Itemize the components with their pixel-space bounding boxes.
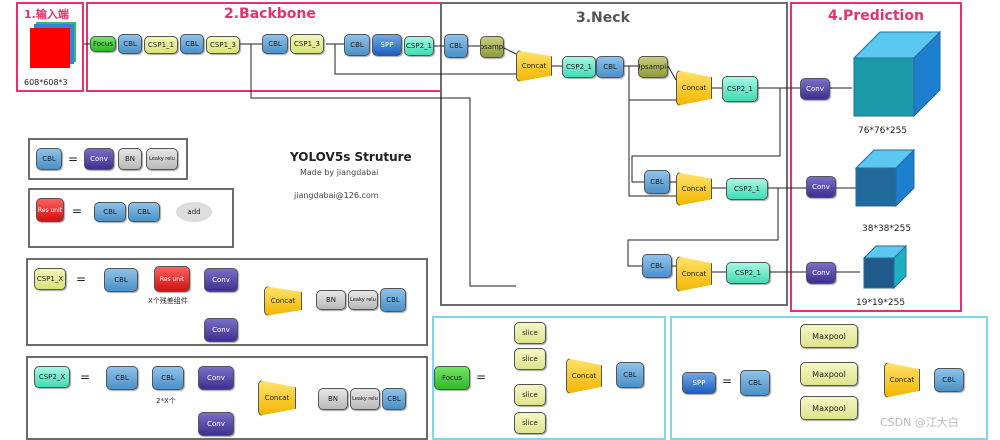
pred-conv-2[interactable]: Conv <box>806 176 836 198</box>
output-cube-19 <box>862 244 908 290</box>
legend-csp2-equals: = <box>80 370 91 384</box>
prediction-panel-title: 4.Prediction <box>828 8 924 24</box>
backbone-cbl-3[interactable]: CBL <box>262 34 288 54</box>
legend-cbl-name: CBL <box>36 148 62 170</box>
legend-csp1-cbl-out: CBL <box>380 288 406 312</box>
output-size-19: 19*19*255 <box>856 298 906 308</box>
legend-csp2-conv-1: Conv <box>198 366 234 390</box>
pred-conv-1[interactable]: Conv <box>800 78 830 100</box>
legend-res-add: add <box>176 202 212 222</box>
legend-csp2-cbl-1: CBL <box>106 366 138 390</box>
neck-upsample-2[interactable]: Upsample <box>638 56 668 78</box>
legend-res-cbl-1: CBL <box>94 202 126 222</box>
legend-csp1-conv-2: Conv <box>204 318 238 342</box>
backbone-cbl-4[interactable]: CBL <box>344 34 370 56</box>
legend-csp1-name: CSP1_X <box>34 268 66 290</box>
legend-csp2-cbl-out: CBL <box>382 388 406 410</box>
legend-csp1-leaky: Leaky relu <box>348 290 378 310</box>
neck-csp2-1a[interactable]: CSP2_1 <box>562 56 596 78</box>
neck-upsample-1[interactable]: Upsample <box>480 36 504 58</box>
legend-focus-slice-4: slice <box>514 412 546 434</box>
legend-spp-maxpool-3: Maxpool <box>800 396 858 420</box>
legend-csp1-note: X个残差组件 <box>148 297 188 305</box>
diagram-author: Made by jiangdabai <box>300 168 379 177</box>
legend-csp2-name: CSP2_X <box>34 366 70 388</box>
legend-cbl-equals: = <box>68 152 79 166</box>
neck-cbl-4[interactable]: CBL <box>642 254 672 278</box>
backbone-panel-title: 2.Backbone <box>224 6 316 22</box>
legend-focus-slice-1: slice <box>514 322 546 344</box>
neck-csp2-1b[interactable]: CSP2_1 <box>722 76 758 102</box>
legend-spp-maxpool-2: Maxpool <box>800 362 858 386</box>
legend-csp1-equals: = <box>76 272 87 286</box>
backbone-csp2-1[interactable]: CSP2_1 <box>404 36 434 56</box>
legend-csp1-cbl: CBL <box>104 268 138 292</box>
legend-focus-slice-2: slice <box>514 348 546 370</box>
output-cube-38 <box>854 148 916 208</box>
legend-spp-name: SPP <box>682 372 716 394</box>
legend-csp2-conv-2: Conv <box>198 412 234 436</box>
neck-cbl-3[interactable]: CBL <box>644 170 670 194</box>
legend-csp2-leaky: Leaky relu <box>350 388 380 410</box>
neck-cbl-2[interactable]: CBL <box>596 56 624 78</box>
legend-res-equals: = <box>72 204 83 218</box>
legend-csp1-concat: Concat <box>264 286 302 316</box>
backbone-cbl-2[interactable]: CBL <box>180 34 204 54</box>
watermark: CSDN @江大白 <box>880 416 959 429</box>
legend-focus-name: Focus <box>434 366 470 390</box>
legend-spp-cbl-out: CBL <box>934 368 964 392</box>
legend-spp-equals: = <box>722 374 733 388</box>
backbone-csp1-3b[interactable]: CSP1_3 <box>290 34 324 54</box>
backbone-csp1-1[interactable]: CSP1_1 <box>144 36 178 54</box>
neck-csp2-1d[interactable]: CSP2_1 <box>726 262 770 284</box>
legend-focus-equals: = <box>476 370 487 384</box>
legend-cbl-leaky-relu: Leaky relu <box>146 148 178 170</box>
input-panel: 1.输入端 608*608*3 <box>16 2 84 92</box>
legend-cbl-bn: BN <box>118 148 142 170</box>
legend-csp2-bn: BN <box>318 388 348 410</box>
legend-csp1-bn: BN <box>316 290 346 310</box>
backbone-cbl-1[interactable]: CBL <box>118 34 142 54</box>
neck-cbl-1[interactable]: CBL <box>444 34 468 58</box>
legend-res-cbl-2: CBL <box>128 202 160 222</box>
backbone-csp1-3a[interactable]: CSP1_3 <box>206 36 240 54</box>
input-size-label: 608*608*3 <box>24 78 68 87</box>
legend-spp-maxpool-1: Maxpool <box>800 324 858 348</box>
backbone-focus[interactable]: Focus <box>90 36 116 52</box>
output-size-38: 38*38*255 <box>862 224 912 234</box>
legend-csp2-note: 2*X个 <box>156 397 176 405</box>
input-panel-title: 1.输入端 <box>24 8 69 21</box>
backbone-spp[interactable]: SPP <box>372 34 402 56</box>
pred-conv-3[interactable]: Conv <box>806 262 836 284</box>
legend-csp2-cbl-2: CBL <box>152 366 184 390</box>
neck-csp2-1c[interactable]: CSP2_1 <box>726 178 768 200</box>
neck-panel-title: 3.Neck <box>576 10 630 26</box>
legend-focus-slice-3: slice <box>514 384 546 406</box>
legend-csp2-concat: Concat <box>258 380 296 416</box>
legend-cbl-conv: Conv <box>84 148 114 170</box>
legend-res-name: Res unit <box>36 198 64 222</box>
legend-spp-cbl: CBL <box>740 370 770 396</box>
diagram-title: YOLOV5s Struture <box>290 150 412 164</box>
legend-csp1-res-unit: Res unit <box>154 266 190 292</box>
output-cube-76 <box>852 30 942 118</box>
diagram-email: jiangdabai@126.com <box>294 191 379 200</box>
legend-csp1-conv-1: Conv <box>204 268 238 292</box>
legend-focus-cbl: CBL <box>616 362 644 388</box>
output-size-76: 76*76*255 <box>858 126 908 136</box>
input-image-cube <box>30 28 70 68</box>
